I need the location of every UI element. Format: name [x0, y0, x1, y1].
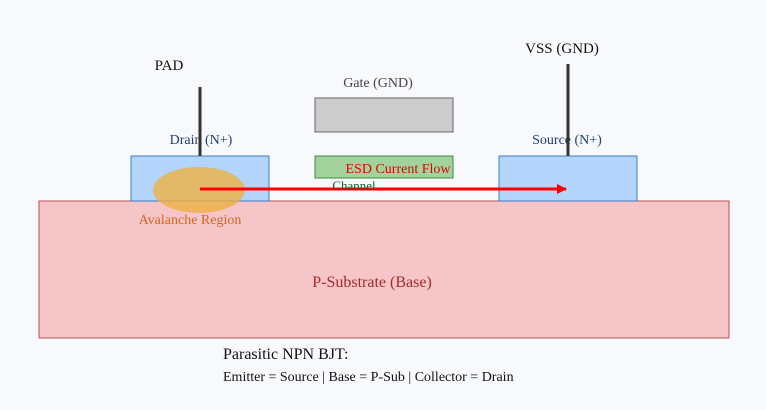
p-substrate	[38, 200, 730, 339]
pad-label: PAD	[155, 58, 184, 74]
caption-detail: Emitter = Source | Base = P-Sub | Collec…	[223, 370, 514, 385]
esd-flow-label: ESD Current Flow	[346, 162, 452, 177]
vss-label: VSS (GND)	[525, 41, 599, 57]
bjt-caption: Parasitic NPN BJT: Emitter = Source | Ba…	[223, 345, 514, 387]
avalanche-region	[153, 167, 245, 213]
channel-label: Channel	[332, 178, 376, 193]
caption-title: Parasitic NPN BJT:	[223, 346, 349, 363]
substrate-label: P-Substrate (Base)	[312, 274, 432, 291]
source-region	[498, 155, 638, 202]
gate-electrode	[314, 97, 454, 133]
avalanche-label: Avalanche Region	[139, 213, 242, 228]
channel-region	[314, 155, 454, 179]
gate-label: Gate (GND)	[343, 76, 413, 91]
